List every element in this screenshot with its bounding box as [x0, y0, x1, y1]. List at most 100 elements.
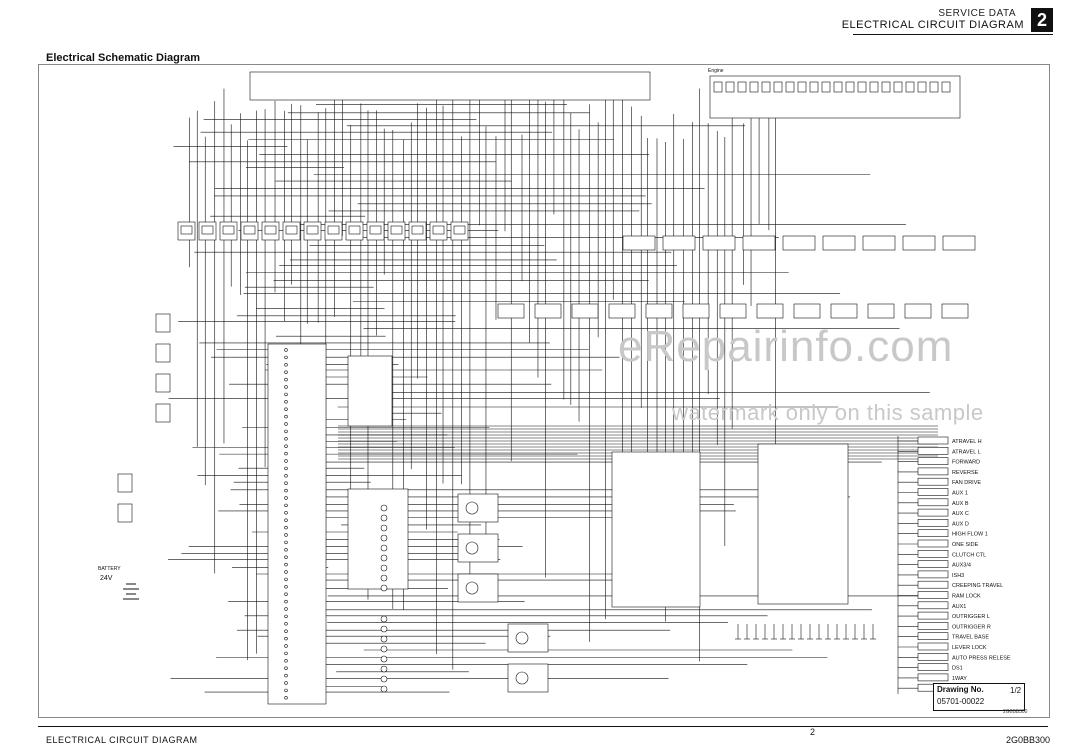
solenoid-connector: [662, 235, 696, 251]
fuse-terminal: [284, 392, 288, 397]
lamp-symbol: [380, 635, 388, 643]
output-function-label: TRAVEL BASE: [952, 635, 989, 641]
output-connector: [917, 529, 949, 538]
fuse-terminal: [284, 599, 288, 604]
lamp-symbol: [380, 504, 388, 512]
relay-coil: [411, 225, 424, 235]
ecu-pin: [905, 81, 915, 93]
relay-coil: [264, 225, 277, 235]
footer-code: 2G0BB300: [1005, 735, 1050, 745]
switch-symbol: [515, 631, 529, 645]
output-connector: [917, 519, 949, 527]
lamp-symbol: [380, 645, 388, 653]
lamp-symbol: [380, 524, 388, 532]
fuse-terminal: [284, 414, 288, 419]
lamp-symbol: [380, 514, 388, 522]
valve-connector: [719, 303, 747, 319]
valve-connector: [756, 303, 784, 319]
section-number-badge: 2: [1031, 8, 1053, 32]
output-connector: [917, 467, 949, 476]
sensor-block: [117, 473, 133, 493]
ecu-pin: [773, 81, 783, 93]
drawing-ref: 2G0BB300: [1003, 709, 1028, 715]
relay-coil: [306, 225, 319, 235]
valve-connector: [682, 303, 710, 319]
solenoid-connector: [902, 235, 936, 251]
output-function-label: AUX1: [952, 604, 966, 610]
output-function-label: CREEPING TRAVEL: [952, 583, 1003, 589]
solenoid-connector: [782, 235, 816, 251]
sensor-block: [155, 343, 171, 363]
relay-coil: [285, 225, 298, 235]
switch-symbol: [515, 671, 529, 685]
output-connector: [917, 642, 949, 651]
fuse-terminal: [284, 348, 288, 352]
ecu-pin: [797, 81, 807, 93]
fuse-terminal: [284, 400, 288, 404]
output-function-label: FORWARD: [952, 460, 980, 466]
fuse-terminal: [284, 562, 288, 567]
output-function-label: OUTRIGGER R: [952, 624, 991, 630]
ecu-pin: [713, 81, 723, 93]
sensor-block: [155, 313, 171, 333]
relay-coil: [453, 225, 466, 235]
diagram-frame: [38, 64, 1050, 718]
relay-coil: [180, 225, 193, 235]
output-function-label: RAM LOCK: [952, 594, 981, 600]
watermark-sample: watermark only on this sample: [672, 400, 984, 425]
ecu-pin: [857, 81, 867, 93]
fuse-terminal: [284, 659, 288, 663]
output-connector: [917, 673, 949, 682]
fuse-terminal: [284, 437, 288, 441]
output-function-label: 1WAY: [952, 676, 967, 682]
lamp-symbol: [380, 544, 388, 552]
fuse-terminal: [284, 525, 288, 530]
lamp-symbol: [380, 655, 388, 663]
fuse-terminal: [284, 407, 288, 411]
output-connector: [917, 549, 949, 558]
relay-coil: [243, 225, 256, 235]
output-connector: [917, 580, 949, 589]
battery-voltage: 24V: [100, 575, 113, 582]
ecu-pin: [929, 81, 939, 93]
output-function-label: ATRAVEL H: [952, 439, 982, 445]
ecu-pin: [809, 81, 819, 93]
solenoid-connector: [822, 235, 856, 251]
ecu-pin: [785, 81, 795, 93]
sensor-block: [117, 503, 133, 523]
fuse-terminal: [284, 466, 288, 471]
drawing-number: 05701-00022: [937, 697, 985, 706]
fuse-terminal: [284, 555, 288, 559]
output-function-label: AUX B: [952, 501, 969, 507]
monitor-connector: [347, 488, 409, 590]
solenoid-connector: [702, 235, 736, 251]
ecu-pin: [737, 81, 747, 93]
header-title: ELECTRICAL CIRCUIT DIAGRAM: [841, 19, 1024, 31]
lamp-symbol: [380, 574, 388, 582]
lamp-symbol: [380, 615, 388, 623]
fuse-terminal: [284, 355, 288, 360]
fuse-terminal: [284, 429, 288, 434]
fuse-terminal: [284, 474, 288, 478]
output-connector: [917, 591, 949, 599]
fuse-terminal: [284, 481, 288, 485]
output-function-label: OUTRIGGER L: [952, 614, 990, 620]
valve-connector: [608, 303, 636, 319]
solenoid-connector: [862, 235, 896, 251]
output-connector: [917, 477, 949, 486]
output-connector: [917, 436, 949, 445]
main-controller: [611, 451, 701, 608]
output-connector: [917, 663, 949, 671]
output-connector: [917, 601, 949, 610]
output-connector: [917, 539, 949, 548]
output-function-label: HIGH FLOW 1: [952, 532, 988, 538]
output-connector: [917, 560, 949, 568]
ecu-pin: [845, 81, 855, 93]
valve-connector: [645, 303, 673, 319]
ecu-pin: [881, 81, 891, 93]
lamp-symbol: [380, 554, 388, 562]
engine-label: Engine: [708, 68, 724, 74]
output-function-label: REVERSE: [952, 470, 979, 476]
solenoid-connector: [622, 235, 656, 251]
